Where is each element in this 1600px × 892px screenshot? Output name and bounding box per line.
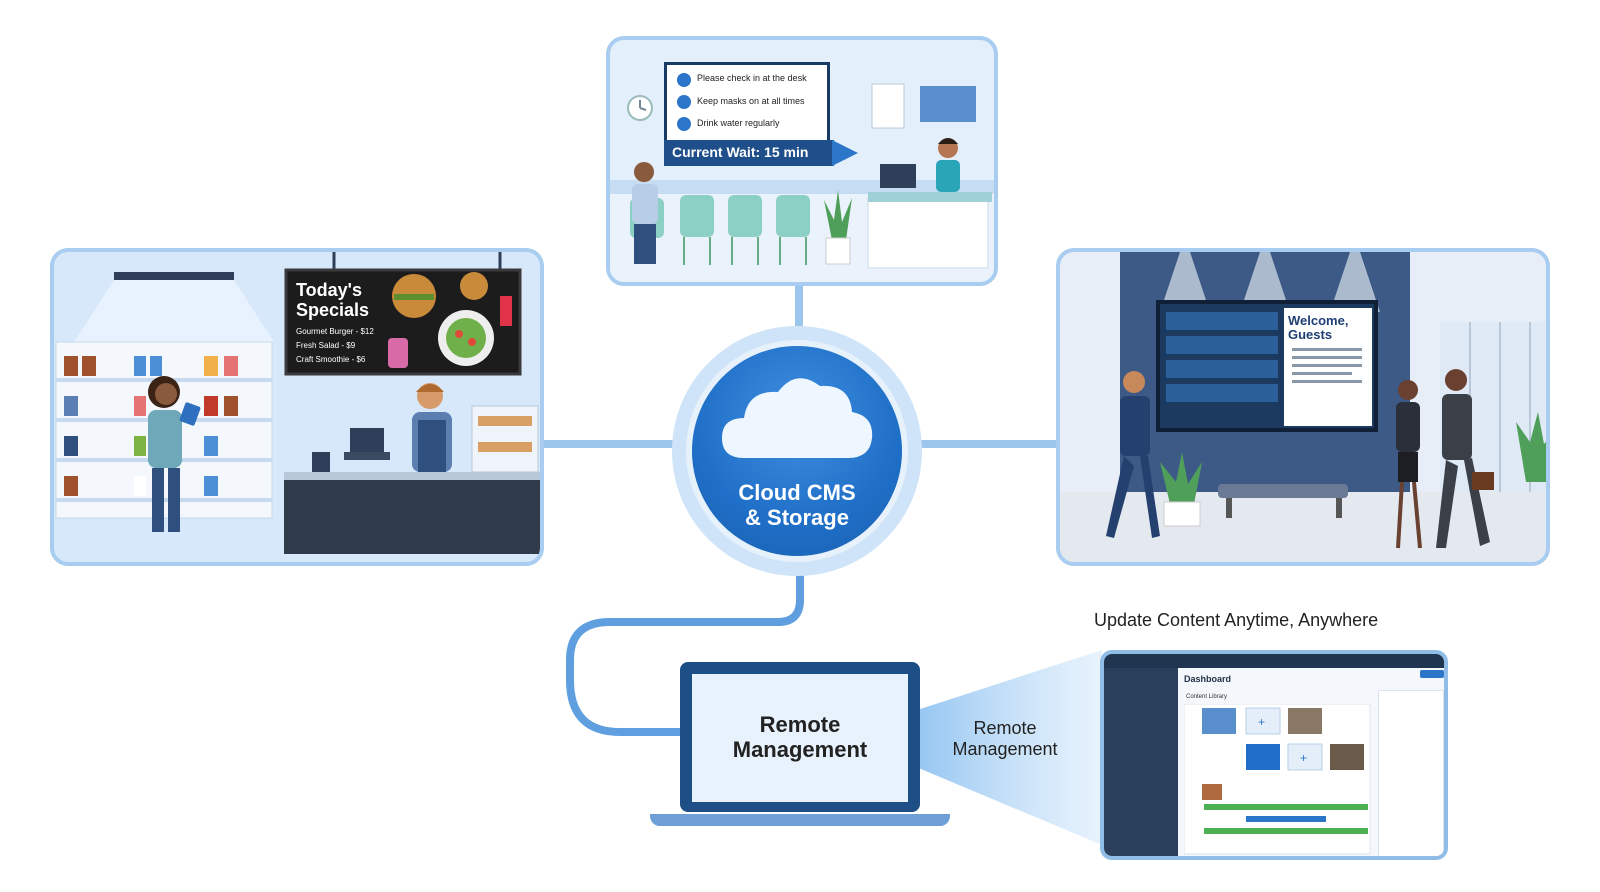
laptop-base [650, 814, 950, 826]
hub-label-line1: Cloud CMS [738, 480, 856, 505]
dashboard-topbar [1104, 654, 1444, 668]
wait-text: Current Wait: 15 min [672, 144, 809, 160]
cloud-icon [722, 378, 873, 458]
laptop-label-line1: Remote [759, 712, 841, 737]
clinic-scene [610, 83, 994, 282]
connector-top [795, 280, 803, 336]
svg-text:+: + [1258, 715, 1265, 729]
hub-label: Cloud CMS & Storage [692, 480, 902, 530]
dashboard-title: Dashboard [1184, 674, 1232, 684]
laptop-label-line2: Management [732, 737, 868, 762]
dashboard-section: Content Library [1186, 694, 1228, 700]
clinic-panel: Please check in at the desk Keep masks o… [606, 36, 998, 286]
retail-panel: Gourmet Burger - $12 Fresh Salad - $9 Cr… [50, 248, 544, 566]
hub-label-line2: & Storage [745, 505, 849, 530]
dashboard-right-panel [1378, 690, 1444, 856]
cloud-hub [692, 346, 902, 556]
beam-label: Remote Management [940, 718, 1070, 760]
svg-text:Craft Smoothie - $6: Craft Smoothie - $6 [296, 355, 366, 364]
notice-1: Please check in at the desk [697, 73, 807, 83]
beam-label-line1: Remote [973, 718, 1037, 738]
specials-title-line2: Specials [296, 300, 370, 320]
svg-text:+: + [1300, 751, 1307, 765]
lobby-scene [1060, 252, 1546, 562]
specials-title: Today's Specials [296, 280, 369, 320]
dashboard-window: Dashboard Content Library + + [1100, 650, 1448, 860]
notice-icon [677, 95, 691, 109]
notice-icon [677, 73, 691, 87]
wait-banner [664, 140, 834, 166]
notice-2: Keep masks on at all times [697, 96, 805, 106]
connector-left [540, 440, 690, 448]
dashboard-caption: Update Content Anytime, Anywhere [1094, 610, 1379, 630]
beam-label-line2: Management [952, 739, 1058, 759]
welcome-line1: Welcome, [1288, 313, 1349, 328]
notice-3: Drink water regularly [697, 118, 780, 128]
dashboard-sidebar [1104, 668, 1178, 856]
connector-right [906, 440, 1056, 448]
notice-icon [677, 117, 691, 131]
laptop-label: Remote Management [692, 712, 908, 762]
svg-text:Fresh Salad - $9: Fresh Salad - $9 [296, 341, 356, 350]
welcome-line2: Guests [1288, 327, 1333, 342]
svg-text:Gourmet Burger - $12: Gourmet Burger - $12 [296, 327, 374, 336]
lobby-welcome: Welcome, Guests [1288, 314, 1348, 342]
laptop-display [692, 674, 908, 802]
specials-title-line1: Today's [296, 280, 362, 300]
wait-arrow-icon [832, 140, 858, 166]
connector-bottom [566, 565, 804, 736]
projection-beam [840, 650, 1102, 845]
add-button[interactable] [1420, 670, 1444, 678]
retail-scene: Gourmet Burger - $12 Fresh Salad - $9 Cr… [55, 252, 540, 554]
dashboard-grid: + + [1184, 704, 1371, 855]
lobby-panel: Welcome, Guests [1056, 248, 1550, 566]
